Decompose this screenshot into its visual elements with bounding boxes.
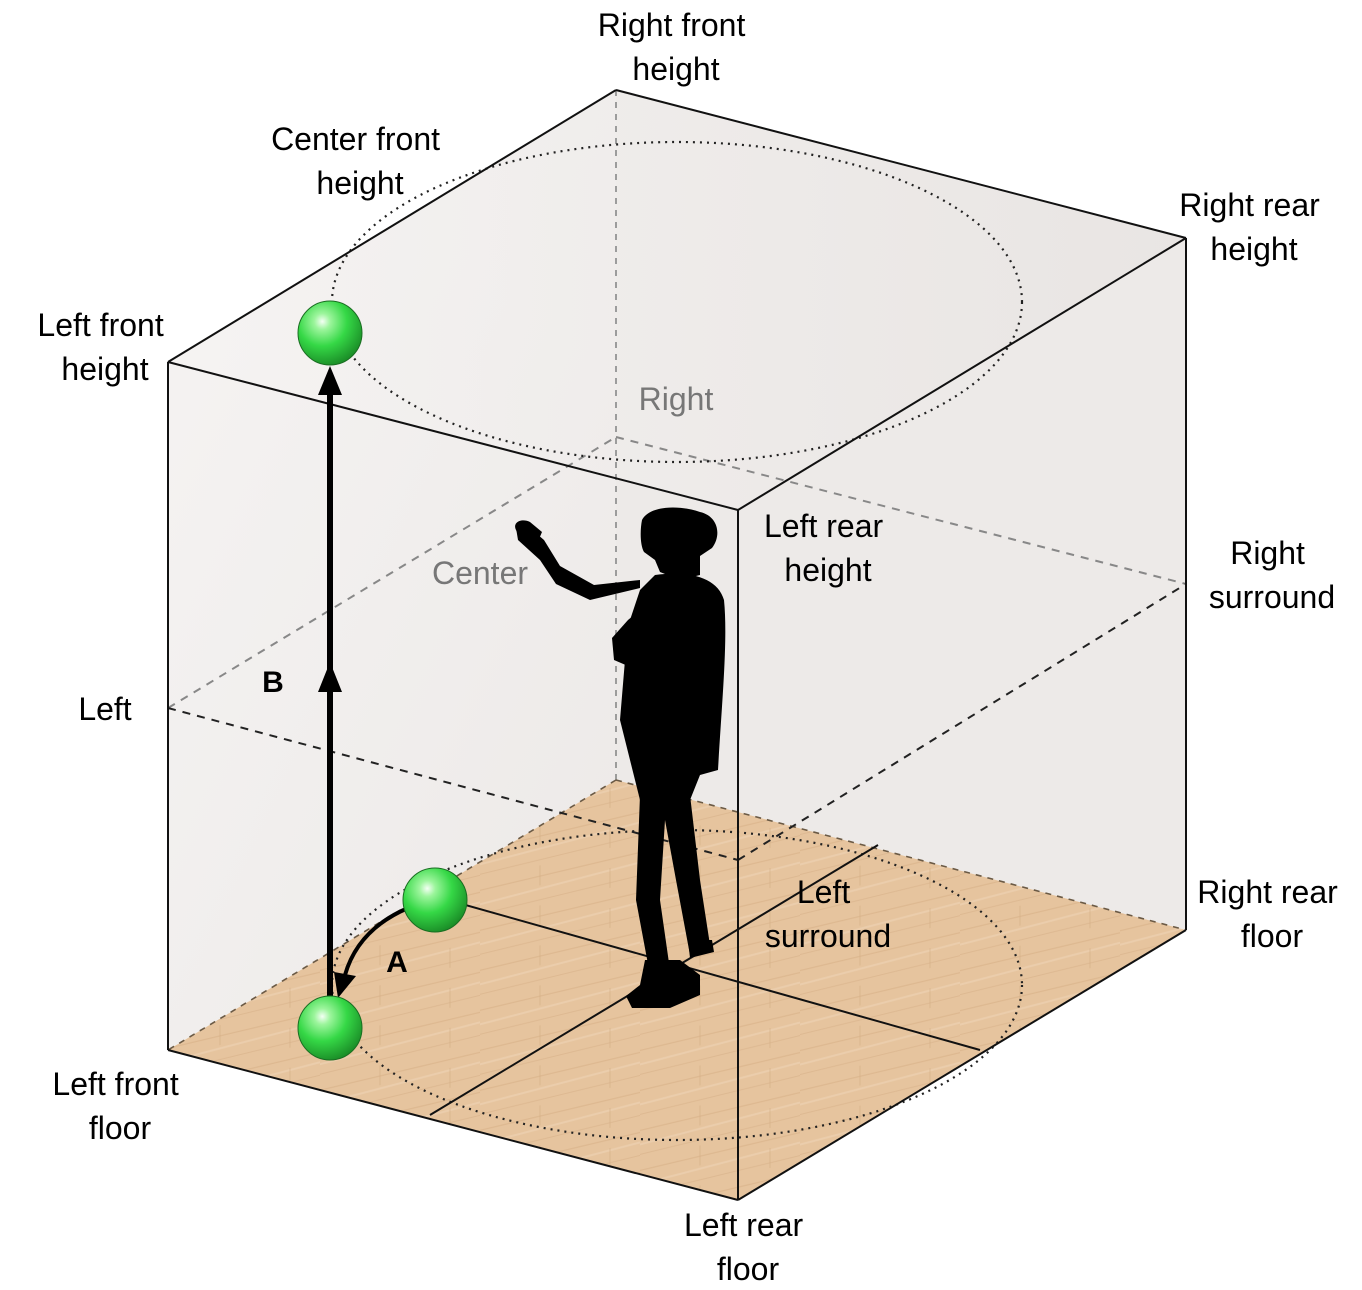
green-sphere-icon (402, 867, 468, 933)
label-left-front-floor: Left front floor (52, 1066, 187, 1146)
label-left: Left (78, 691, 131, 727)
vr-user-silhouette-icon (515, 507, 726, 1008)
label-left-rear-floor: Left rear floor (684, 1207, 812, 1287)
label-right: Right (639, 381, 714, 417)
ear-level-plane (167, 436, 1187, 861)
label-path-a: A (386, 946, 408, 979)
path-a-arrow (334, 906, 409, 998)
label-path-b: B (262, 666, 284, 699)
cube-front-edges (167, 89, 1187, 1201)
label-left-front-height: Left front height (37, 307, 172, 387)
label-left-rear-height: Left rear height (764, 508, 892, 588)
hidden-edges (167, 90, 1187, 1051)
label-center: Center (432, 555, 528, 591)
label-right-rear-height: Right rear height (1179, 187, 1328, 267)
label-left-surround: Left surround (765, 874, 891, 954)
label-right-rear-floor: Right rear floor (1197, 874, 1346, 954)
green-sphere-icon (297, 300, 363, 366)
label-right-front-height: Right front height (598, 7, 755, 87)
label-right-surround: Right surround (1209, 535, 1335, 615)
label-center-front-height: Center front height (271, 121, 449, 201)
green-sphere-icon (297, 995, 363, 1061)
path-b-arrow (318, 366, 342, 1000)
